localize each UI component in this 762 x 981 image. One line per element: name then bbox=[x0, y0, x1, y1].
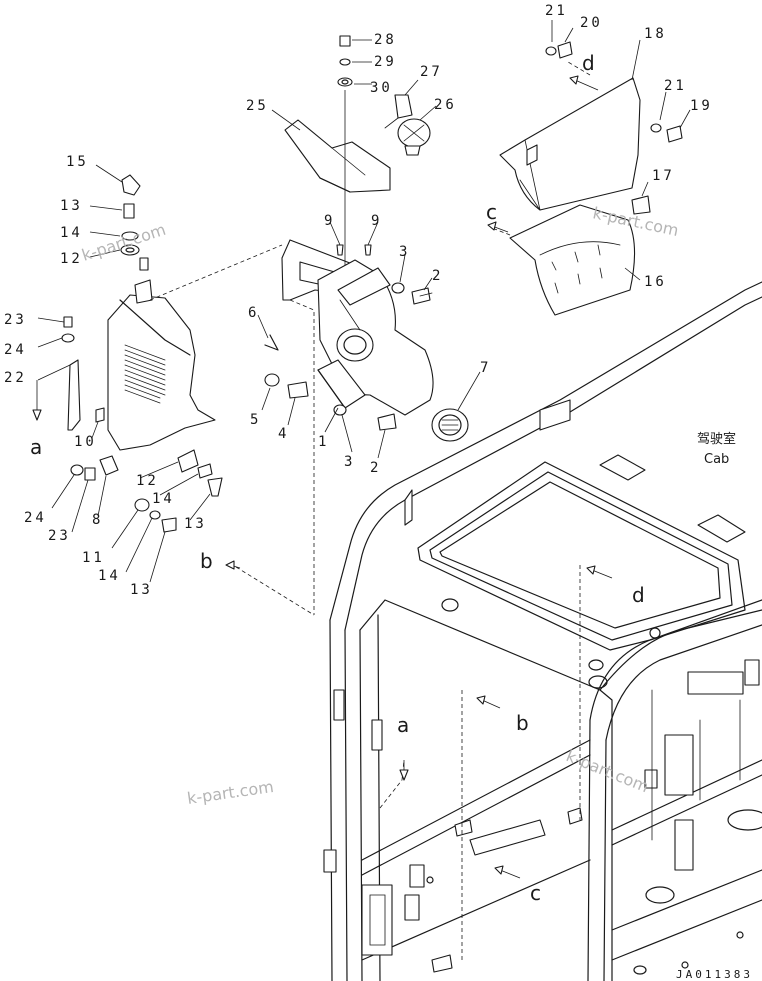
part-label-12-top: 12 bbox=[60, 251, 83, 267]
part-label-23-top: 23 bbox=[4, 312, 27, 328]
part-label-1: 1 bbox=[318, 434, 329, 450]
panel-16 bbox=[509, 204, 636, 316]
part-label-19: 19 bbox=[690, 98, 713, 114]
part-label-10: 10 bbox=[74, 434, 97, 450]
ref-letter-a-left: a bbox=[30, 435, 42, 459]
drawing-code: JA011383 bbox=[676, 968, 753, 981]
part-label-3-lower: 3 bbox=[344, 454, 355, 470]
cab-label-jp: 驾驶室 bbox=[697, 431, 736, 447]
ref-letter-a-cab: a bbox=[397, 713, 409, 737]
leader-lines bbox=[37, 20, 691, 583]
part-label-14-mid: 14 bbox=[152, 491, 175, 507]
part-label-9-left: 9 bbox=[324, 213, 335, 229]
part-label-26: 26 bbox=[434, 97, 457, 113]
watermark: k-part.com bbox=[564, 746, 652, 796]
part-label-17: 17 bbox=[652, 168, 675, 184]
part-label-25: 25 bbox=[246, 98, 269, 114]
cab-frame bbox=[323, 281, 762, 981]
part-label-27: 27 bbox=[420, 64, 443, 80]
part-label-16: 16 bbox=[644, 274, 667, 290]
part-label-21-right: 21 bbox=[664, 78, 687, 94]
fasteners-top-right bbox=[545, 41, 683, 215]
reference-arrows bbox=[32, 75, 613, 879]
alignment-lines bbox=[149, 61, 591, 960]
cab-label-en: Cab bbox=[704, 452, 729, 467]
part-label-28: 28 bbox=[374, 32, 397, 48]
part-label-15: 15 bbox=[66, 154, 89, 170]
pillar-cover bbox=[61, 174, 223, 533]
ref-letter-d-cab: d bbox=[632, 583, 645, 607]
part-label-21-top: 21 bbox=[545, 3, 568, 19]
ref-letter-d-top: d bbox=[582, 51, 595, 75]
duct-assembly bbox=[264, 35, 469, 442]
part-label-11: 11 bbox=[82, 550, 105, 566]
part-label-14-bottom: 14 bbox=[98, 568, 121, 584]
part-label-2-upper: 2 bbox=[432, 268, 443, 284]
watermark: k-part.com bbox=[186, 777, 275, 808]
part-label-13-top: 13 bbox=[60, 198, 83, 214]
part-label-22: 22 bbox=[4, 370, 27, 386]
part-label-9-right: 9 bbox=[371, 213, 382, 229]
part-label-3-upper: 3 bbox=[399, 244, 410, 260]
part-label-4: 4 bbox=[278, 426, 289, 442]
panel-18 bbox=[499, 77, 641, 211]
ref-letter-c-cab: c bbox=[530, 881, 541, 905]
pillar-cover-grille bbox=[124, 344, 166, 404]
part-label-5: 5 bbox=[250, 412, 261, 428]
watermark: k-part.com bbox=[79, 220, 168, 265]
part-label-12-lower: 12 bbox=[136, 473, 159, 489]
ref-letter-c-top: c bbox=[486, 200, 497, 224]
part-label-24-lower: 24 bbox=[24, 510, 47, 526]
part-number-labels: 28 29 30 27 26 25 21 20 18 21 19 17 16 1… bbox=[4, 3, 713, 598]
roof-hatch bbox=[417, 454, 746, 651]
reference-letters: d c a b d a b c bbox=[30, 51, 645, 905]
part-label-23-lower: 23 bbox=[48, 528, 71, 544]
ref-letter-b-cab: b bbox=[516, 711, 529, 735]
part-label-6: 6 bbox=[248, 305, 259, 321]
ref-letter-b-left: b bbox=[200, 549, 213, 573]
part-label-29: 29 bbox=[374, 54, 397, 70]
part-label-30: 30 bbox=[370, 80, 393, 96]
part-label-2-lower: 2 bbox=[370, 460, 381, 476]
part-label-14-top: 14 bbox=[60, 225, 83, 241]
part-label-13-mid: 13 bbox=[184, 516, 207, 532]
part-label-7: 7 bbox=[480, 360, 491, 376]
part-label-8: 8 bbox=[92, 512, 103, 528]
part-label-13-bottom: 13 bbox=[130, 582, 153, 598]
part-label-20: 20 bbox=[580, 15, 603, 31]
part-label-24-top: 24 bbox=[4, 342, 27, 358]
part-label-18: 18 bbox=[644, 26, 667, 42]
